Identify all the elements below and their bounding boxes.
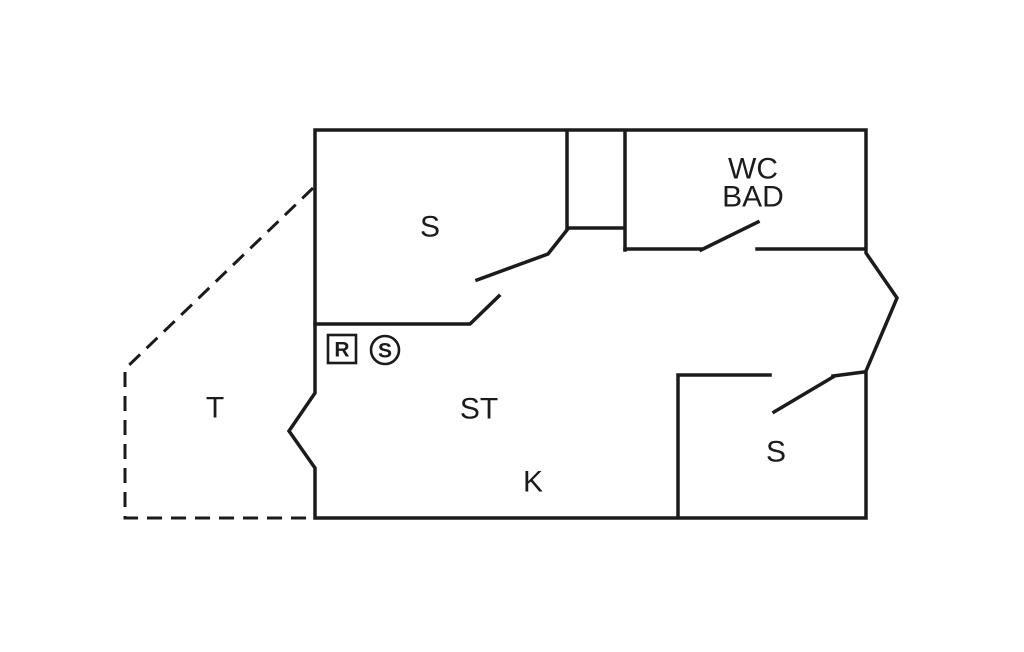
room-label-wc: WC	[728, 153, 778, 186]
stove-symbol-circle	[369, 334, 401, 366]
bedroom-lower-door-leaf	[771, 374, 836, 415]
bedroom-lower-wall	[676, 370, 866, 519]
room-label-bedroom-upper: S	[420, 211, 440, 244]
room-label-bath: BAD	[722, 181, 784, 214]
vestibule-wall	[565, 129, 627, 252]
stove-symbol: S	[369, 334, 401, 366]
stove-symbol-label: S	[378, 340, 392, 363]
bedroom-upper-wall	[313, 293, 502, 326]
radiator-symbol: R	[326, 333, 358, 365]
wc-bad-door-leaf	[698, 219, 761, 253]
room-label-bedroom-lower: S	[766, 436, 786, 469]
radiator-symbol-label: R	[334, 339, 349, 362]
terrace-outline	[123, 186, 315, 520]
outer-wall	[286, 128, 899, 520]
room-label-hallway: ST	[460, 393, 498, 426]
room-label-kitchen: K	[523, 466, 543, 499]
room-label-terrace: T	[206, 392, 224, 425]
bedroom-upper-door-leaf	[474, 227, 570, 283]
radiator-symbol-box	[326, 333, 358, 365]
